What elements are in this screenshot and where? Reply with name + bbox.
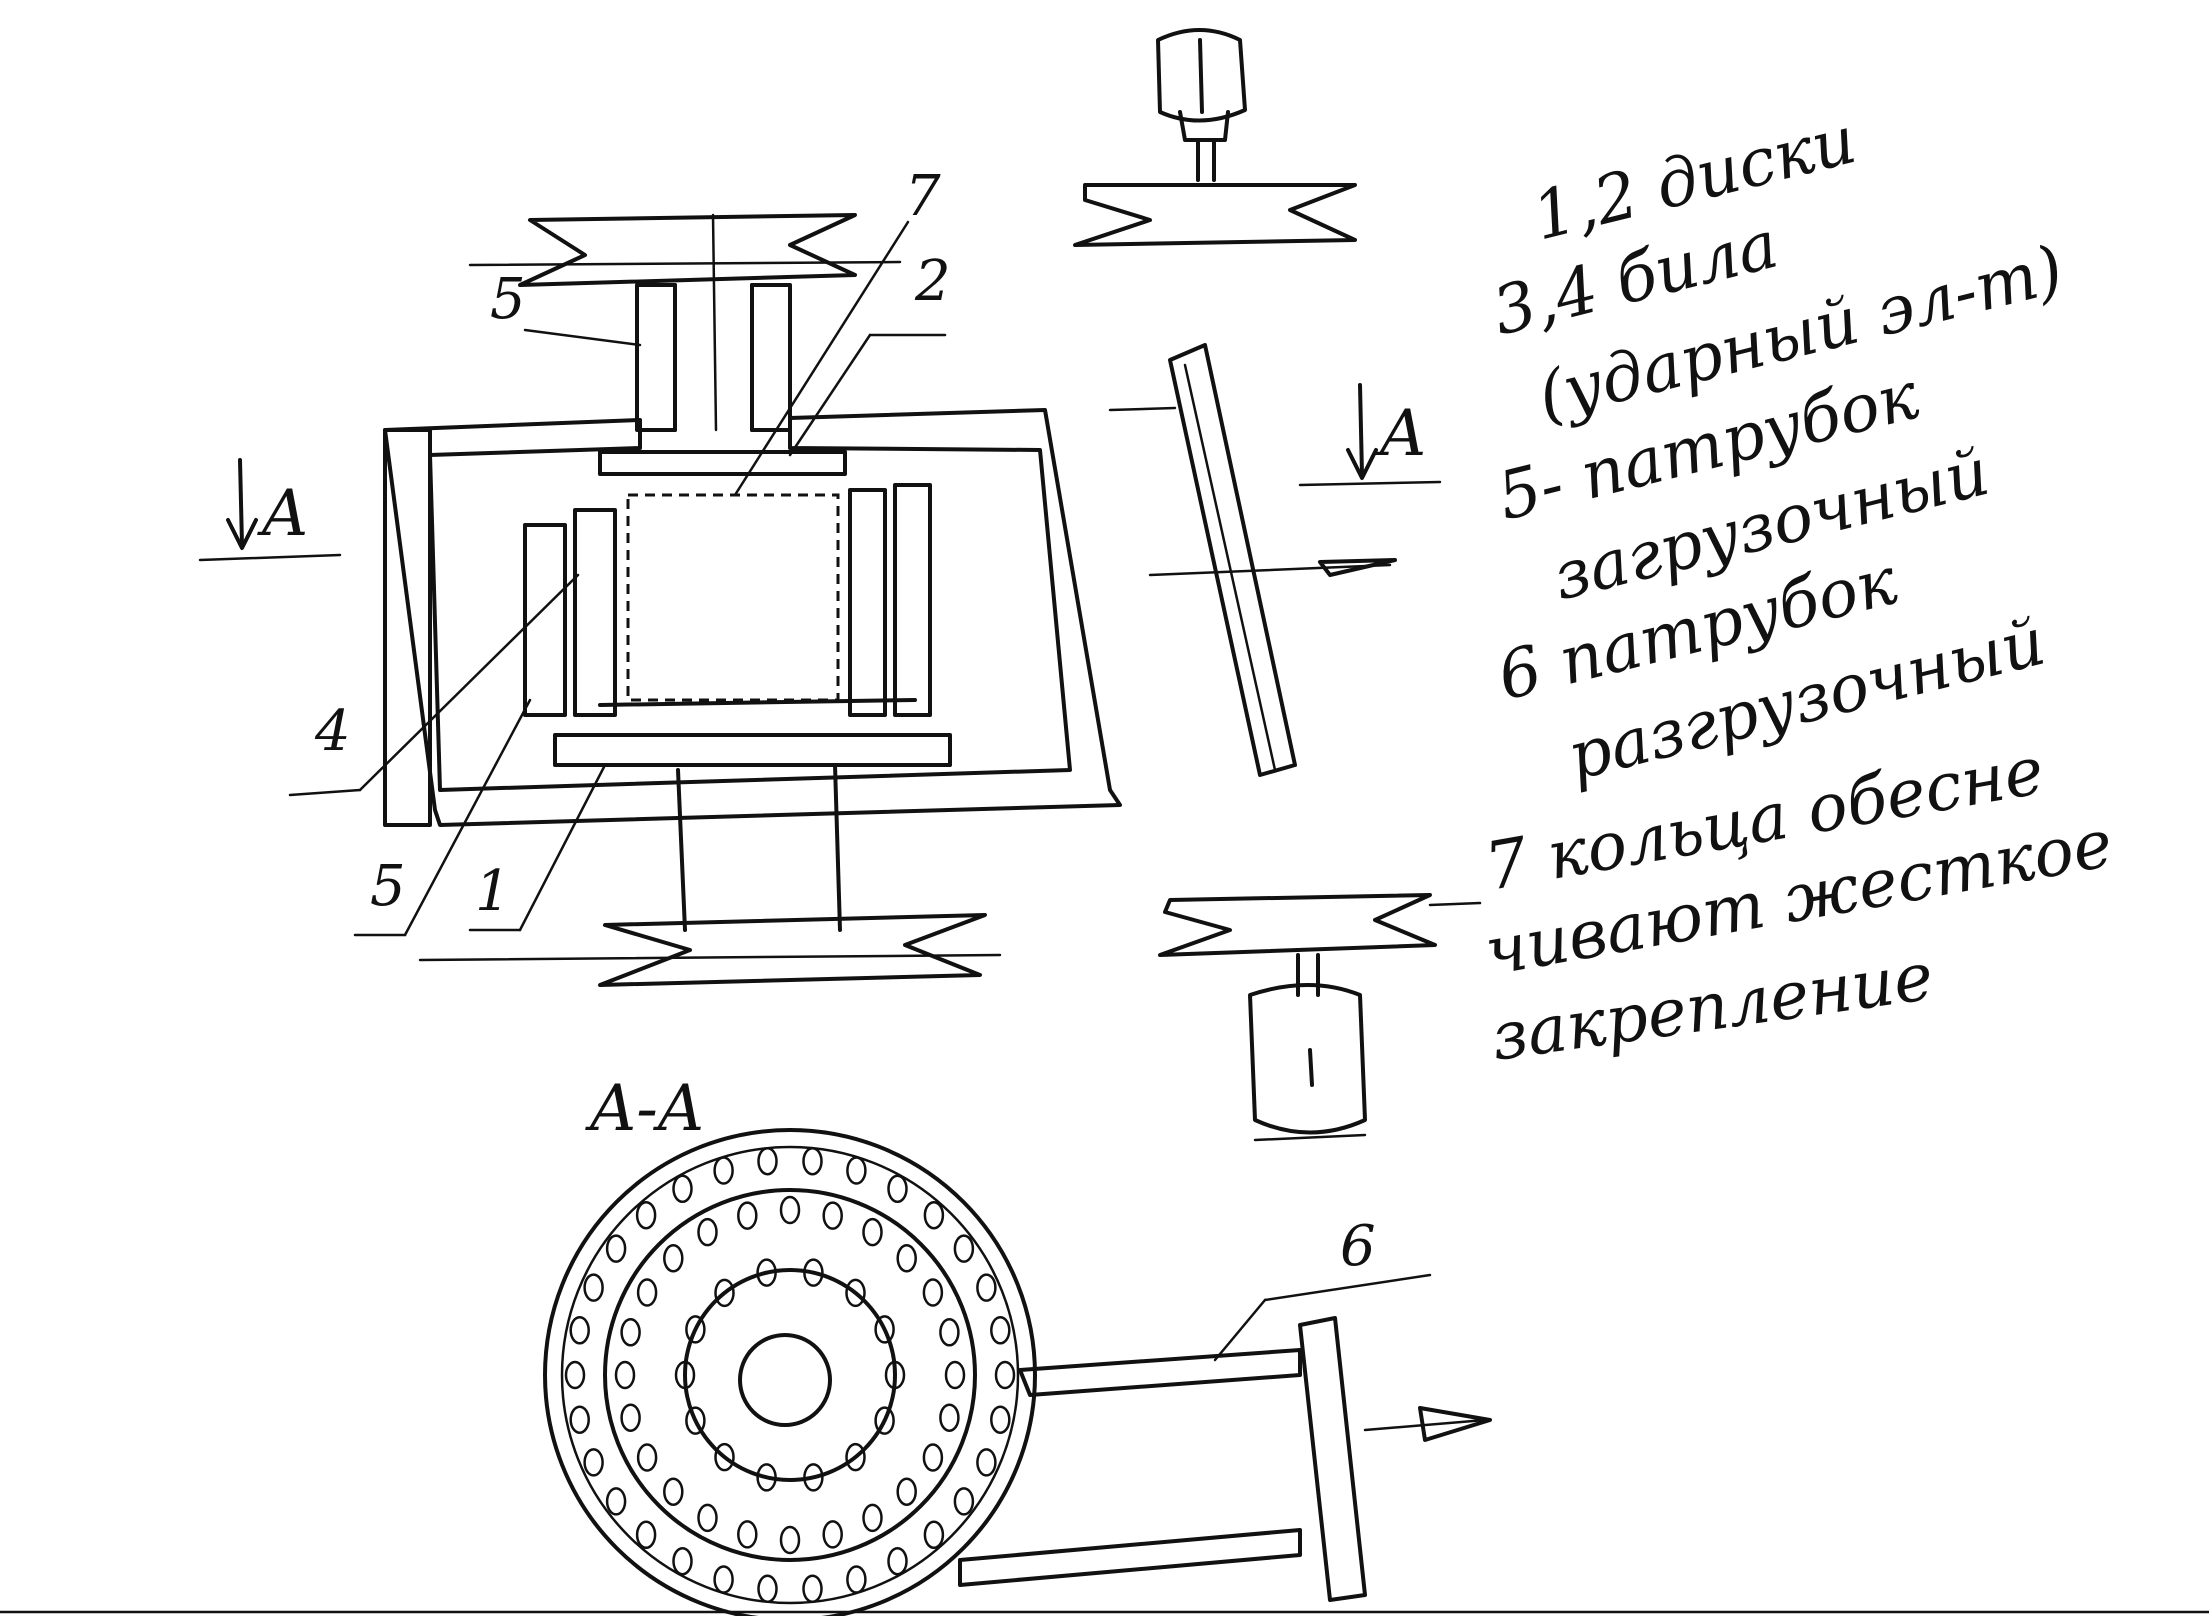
- inner-blade: [714, 1278, 735, 1308]
- outer-blade: [976, 1273, 997, 1302]
- middle-blade-ring: [614, 1195, 966, 1555]
- callout-5-top: 5: [490, 267, 526, 332]
- callout-5-bottom: 5: [370, 854, 406, 919]
- middle-blade: [663, 1477, 684, 1506]
- middle-blade: [663, 1244, 684, 1273]
- middle-blade: [922, 1443, 944, 1472]
- inner-blade: [756, 1463, 777, 1492]
- outer-blade: [757, 1146, 778, 1176]
- inner-blade: [756, 1258, 777, 1287]
- middle-blade: [922, 1278, 944, 1307]
- housing: [383, 408, 1122, 827]
- top-pulley: [1073, 183, 1357, 247]
- middle-blade: [896, 1244, 917, 1273]
- middle-blade: [697, 1217, 718, 1247]
- side-belt: [1108, 343, 1397, 777]
- middle-blade: [620, 1318, 641, 1347]
- middle-blade: [779, 1195, 801, 1225]
- middle-blade: [944, 1360, 966, 1390]
- legend: 1,2 диски 3,4 била (ударный эл-т) 5- пат…: [1479, 101, 2118, 1076]
- middle-blade: [822, 1520, 843, 1549]
- middle-blade: [614, 1360, 636, 1390]
- outer-blade: [994, 1360, 1016, 1390]
- outer-blade: [887, 1546, 908, 1576]
- middle-blade: [636, 1278, 658, 1307]
- outer-blade: [564, 1360, 586, 1390]
- discharge-pipe: 6: [958, 1214, 1492, 1602]
- section-mark-right: A: [1298, 383, 1442, 487]
- callout-6: 6: [1340, 1214, 1376, 1279]
- bottom-shaft: [418, 763, 1002, 987]
- inner-blade: [845, 1278, 866, 1308]
- bottom-motor: [1248, 953, 1367, 1142]
- middle-blade: [779, 1525, 801, 1555]
- bottom-pulley: [1158, 893, 1482, 957]
- outer-blade: [953, 1487, 975, 1516]
- inner-blade: [803, 1258, 824, 1287]
- outer-blade: [713, 1156, 734, 1185]
- outer-blade: [569, 1405, 590, 1434]
- outer-blade: [605, 1234, 627, 1263]
- inner-blade: [884, 1360, 906, 1390]
- section-mark-left: A: [198, 458, 342, 562]
- outer-blade: [635, 1200, 657, 1230]
- inner-blade: [874, 1315, 895, 1344]
- middle-blade: [939, 1318, 960, 1347]
- outer-blade: [846, 1565, 867, 1594]
- middle-blade: [862, 1503, 883, 1533]
- outer-blade: [923, 1200, 945, 1230]
- middle-blade: [822, 1201, 843, 1230]
- outer-blade: [976, 1448, 997, 1477]
- section-view-label: A-A: [585, 1072, 704, 1146]
- callout-7: 7: [905, 164, 941, 229]
- middle-blade: [620, 1403, 641, 1432]
- callout-1: 1: [475, 859, 511, 924]
- outer-blade: [583, 1448, 604, 1477]
- inner-blade: [874, 1406, 895, 1435]
- outer-blade: [887, 1174, 908, 1204]
- section-view-aa: A-A: [543, 1072, 1037, 1616]
- middle-blade: [896, 1477, 917, 1506]
- inner-blade-ring: [674, 1258, 906, 1492]
- inner-blade: [714, 1442, 735, 1472]
- outer-blade: [757, 1574, 778, 1604]
- callout-2: 2: [914, 249, 951, 314]
- section-label-left: A: [257, 477, 308, 551]
- section-label-right: A: [1375, 397, 1426, 471]
- outer-blade: [672, 1546, 693, 1576]
- middle-blade: [636, 1443, 658, 1472]
- outer-blade: [802, 1146, 823, 1176]
- middle-blade: [939, 1403, 960, 1432]
- outer-blade: [713, 1565, 734, 1594]
- outer-blade: [846, 1156, 867, 1185]
- rotor-assembly: [523, 450, 952, 767]
- callouts: 7 2 5 4 5 1: [288, 164, 951, 937]
- outer-blade-ring: [564, 1146, 1016, 1604]
- outer-blade: [583, 1273, 604, 1302]
- inner-blade: [685, 1315, 706, 1344]
- outer-blade: [923, 1520, 945, 1550]
- outer-blade: [672, 1174, 693, 1204]
- top-motor: [1156, 28, 1247, 182]
- middle-blade: [697, 1503, 718, 1533]
- outer-blade: [953, 1234, 975, 1263]
- inner-blade: [674, 1360, 696, 1390]
- outer-blade: [605, 1487, 627, 1516]
- upper-plate: [468, 213, 902, 287]
- outer-blade: [990, 1405, 1011, 1434]
- inner-blade: [845, 1442, 866, 1472]
- inner-blade: [685, 1406, 706, 1435]
- outer-blade: [569, 1316, 590, 1345]
- middle-blade: [737, 1201, 758, 1230]
- callout-4: 4: [314, 699, 351, 764]
- outer-blade: [635, 1520, 657, 1550]
- middle-blade: [737, 1520, 758, 1549]
- outer-blade: [802, 1574, 823, 1604]
- middle-blade: [862, 1217, 883, 1247]
- feed-pipe: [635, 213, 792, 432]
- outer-blade: [990, 1316, 1011, 1345]
- inner-blade: [803, 1463, 824, 1492]
